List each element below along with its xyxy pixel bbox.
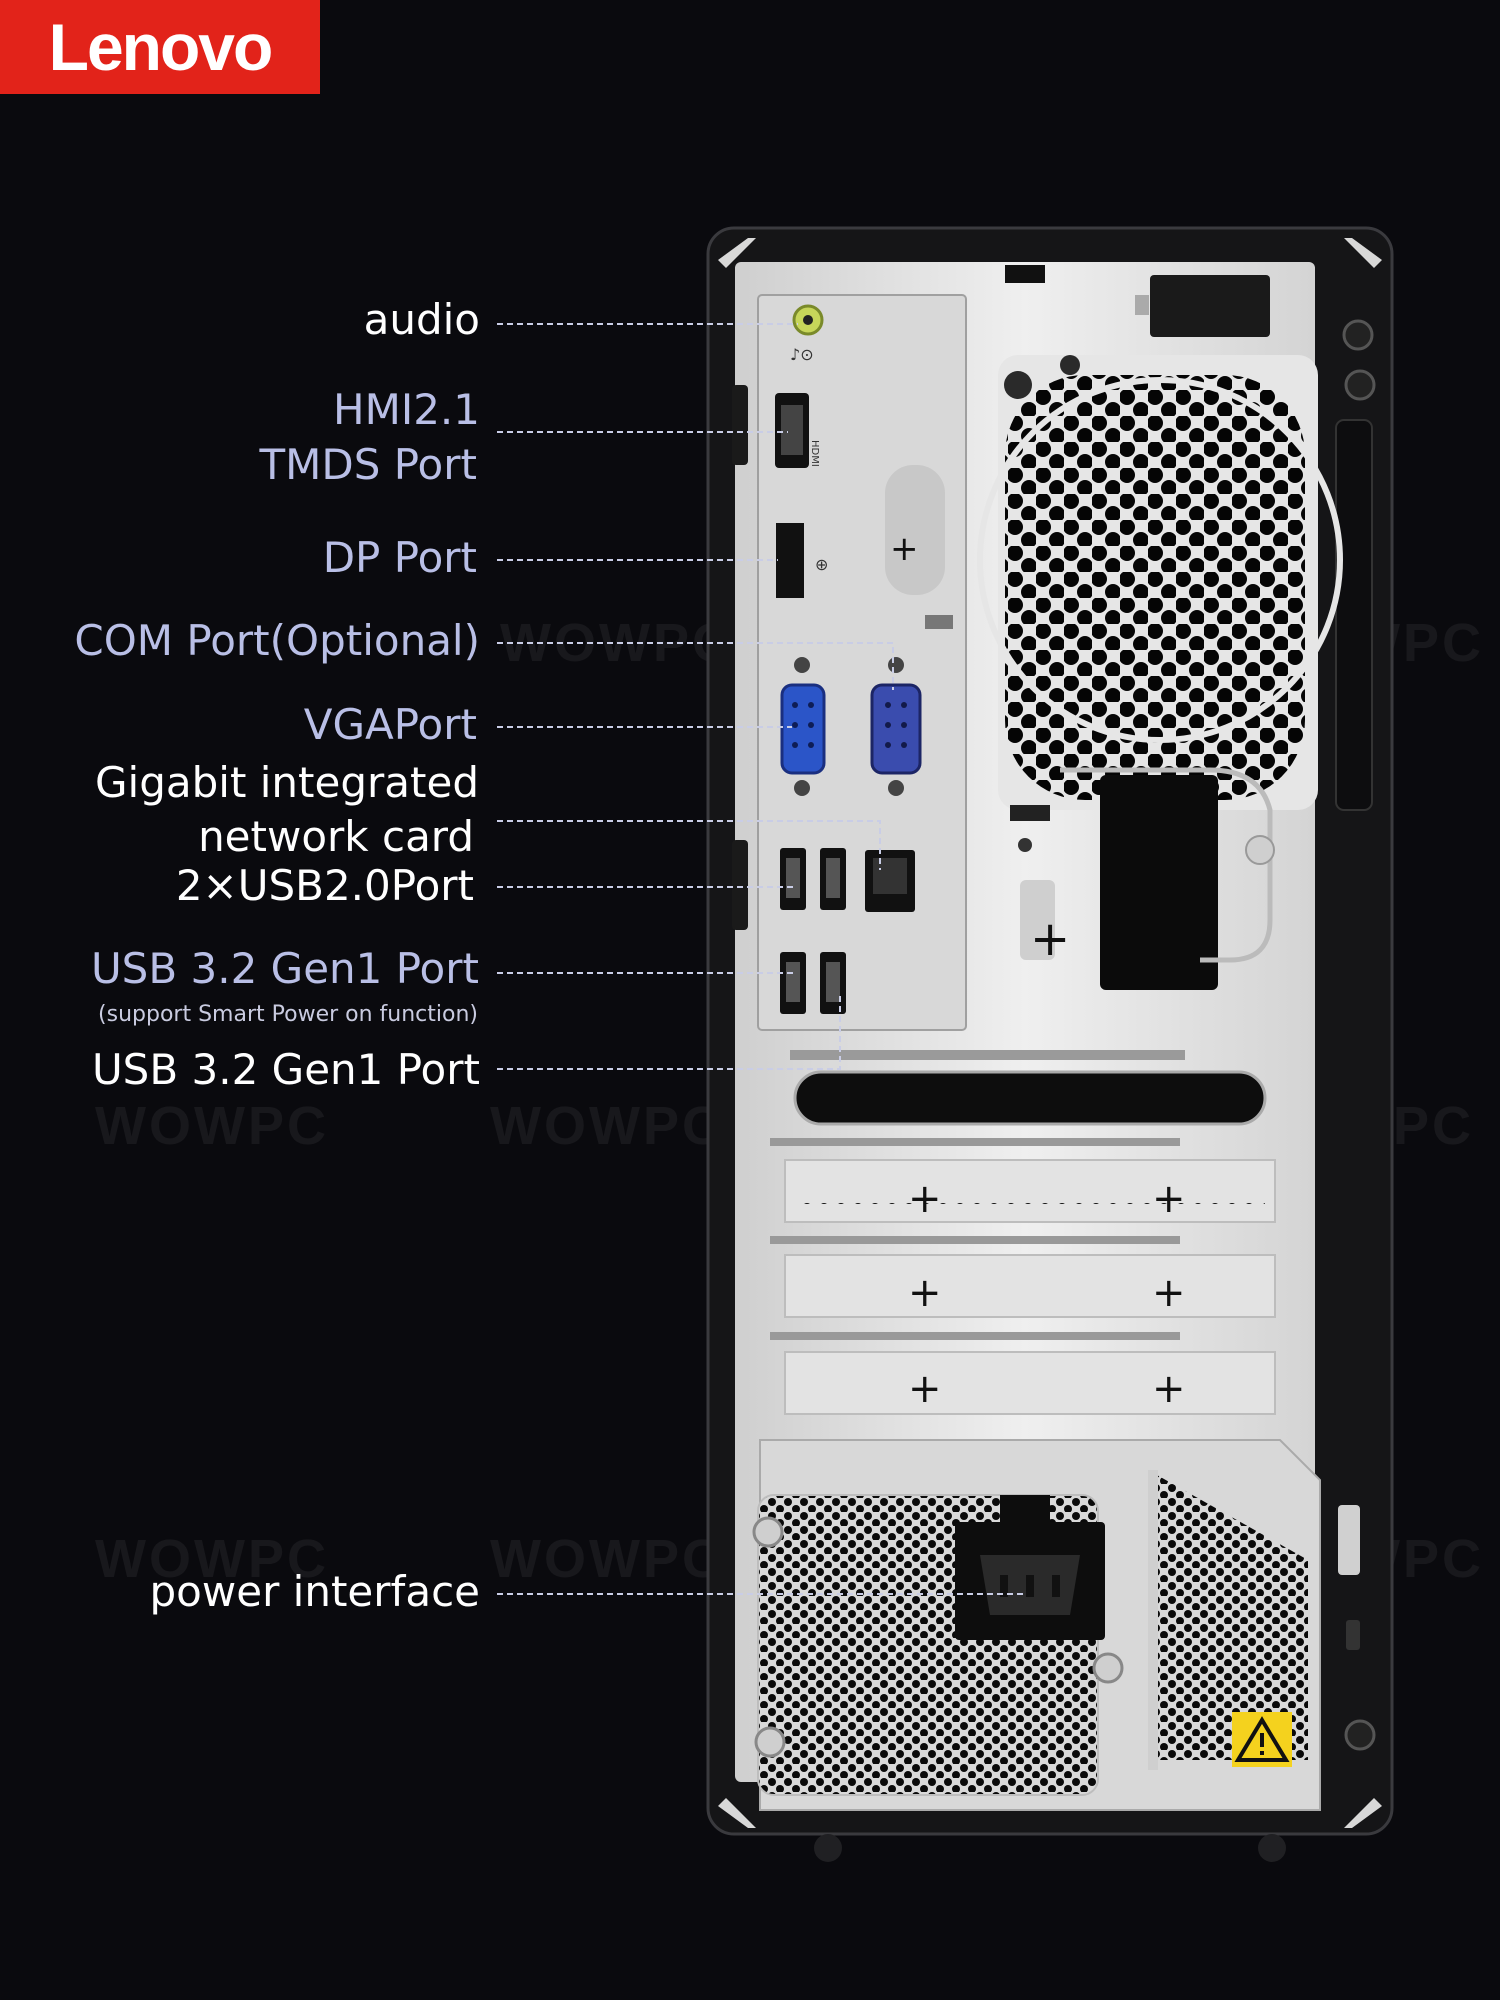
label-hdmi-line1: HMI2.1 [333,385,480,434]
label-usb32-powered: USB 3.2 Gen1 Port [90,944,479,993]
watermark: WOWPC [95,1096,329,1156]
svg-text:♪⊙: ♪⊙ [790,345,814,364]
leader-lan [497,820,881,870]
usb-port-icon [780,848,846,910]
displayport-icon: ⊕ [776,523,828,598]
label-power: power interface [149,1567,480,1616]
label-dp: DP Port [322,533,477,582]
logo-text: Lenovo [48,10,274,84]
label-usb32-powered-note: (support Smart Power on function) [98,1002,478,1027]
fan-grill [977,355,1343,810]
label-hdmi-line2: TMDS Port [259,440,477,489]
ethernet-port-icon [865,850,915,912]
label-lan-line2: network card [198,812,474,861]
watermark: WOWPC [95,1529,329,1589]
label-usb2: 2×USB2.0Port [175,861,474,910]
svg-text:+: + [908,1176,942,1222]
audio-jack-icon: ♪⊙ [790,304,824,364]
svg-text:+: + [1152,1366,1186,1412]
svg-text:+: + [1152,1176,1186,1222]
leader-com [497,642,894,690]
label-com: COM Port(Optional) [74,616,480,665]
label-usb32: USB 3.2 Gen1 Port [91,1045,480,1094]
leader-usb32 [497,993,841,1070]
svg-text:+: + [1152,1270,1186,1316]
usb-port-icon [780,952,846,1014]
corner-brackets [718,238,1382,1828]
label-audio: audio [363,295,480,344]
svg-text:+: + [1030,911,1070,967]
label-vga: VGAPort [303,700,477,749]
svg-text:+: + [890,529,919,569]
svg-text:+: + [908,1270,942,1316]
watermark: WOWPC [490,1096,724,1156]
serial-port-icon [870,657,922,796]
expansion-slots: + + + + + + [770,1138,1276,1415]
vga-port-icon [780,657,826,796]
label-lan-line1: Gigabit integrated [95,758,479,807]
svg-text:⊕: ⊕ [815,555,828,574]
lenovo-logo: Lenovo [0,0,320,94]
hdmi-port-icon: HDMI [775,393,820,468]
watermark: WOWPC [490,1529,724,1589]
warning-triangle-icon [1232,1712,1292,1767]
power-socket-icon [955,1495,1105,1640]
svg-text:+: + [908,1366,942,1412]
svg-text:HDMI: HDMI [809,440,820,467]
